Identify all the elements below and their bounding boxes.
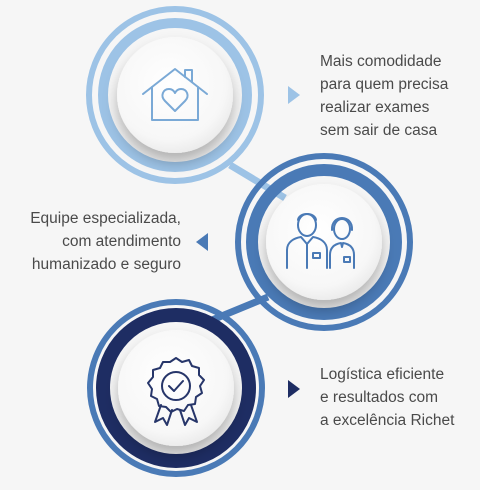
feature-1-line-4: sem sair de casa — [320, 122, 438, 139]
arrow-left-2 — [196, 233, 208, 251]
feature-1-line-1: Mais comodidade — [320, 53, 442, 70]
feature-circle-1 — [86, 6, 264, 184]
arrow-right-1 — [288, 86, 300, 104]
feature-2-line-1: Equipe especializada, — [30, 210, 181, 227]
feature-text-3: Logística eficiente e resultados com a e… — [320, 363, 454, 432]
feature-3-line-2: e resultados com — [320, 389, 439, 406]
feature-2-line-3: humanizado e seguro — [31, 256, 181, 273]
quality-badge-icon — [147, 357, 205, 426]
feature-text-2: Equipe especializada, com atendimento hu… — [30, 207, 181, 276]
feature-3-line-1: Logística eficiente — [320, 366, 445, 383]
feature-1-line-3: realizar exames — [320, 99, 430, 116]
feature-text-1: Mais comodidade para quem precisa realiz… — [320, 50, 448, 142]
arrow-right-3 — [288, 380, 300, 398]
feature-1-line-2: para quem precisa — [320, 76, 449, 93]
feature-3-line-3: a excelência Richet — [320, 412, 455, 429]
feature-2-line-2: com atendimento — [62, 233, 181, 250]
medical-team-icon — [286, 213, 355, 269]
home-heart-icon — [142, 68, 208, 121]
